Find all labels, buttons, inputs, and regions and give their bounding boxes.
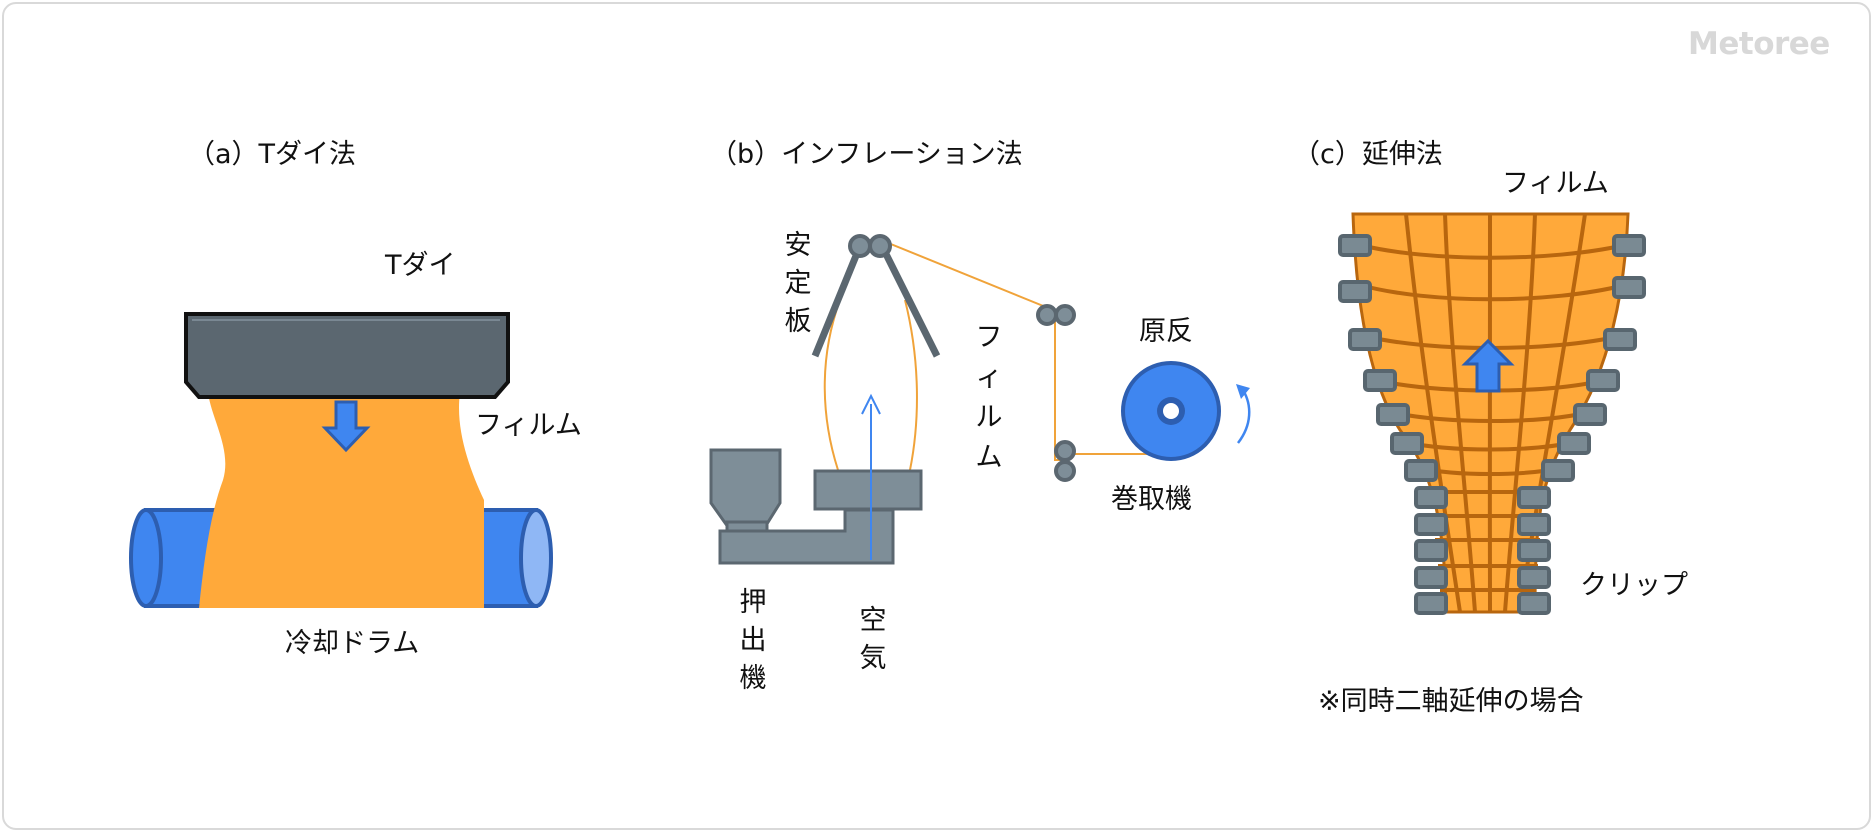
stabilizer-label-char: 安	[784, 230, 812, 261]
panel-c-graphic	[1338, 212, 1646, 615]
down-arrow-icon	[321, 400, 371, 453]
metoree-watermark: Metoree	[1688, 26, 1830, 62]
t-die-film	[199, 393, 484, 608]
stabilizer-label-char: 定	[784, 268, 812, 299]
film-bubble	[823, 299, 841, 471]
film-label-char: ル	[975, 402, 1003, 433]
extruder	[709, 448, 923, 565]
panel-c-title: （c）延伸法	[1293, 139, 1443, 170]
air-label: 空 気	[858, 602, 888, 678]
stabilizer-plate-right	[878, 244, 941, 358]
panel-a-graphic	[129, 312, 553, 608]
t-die	[184, 312, 510, 399]
stabilizer-label: 安 定 板	[783, 227, 813, 341]
air-label-char: 空	[859, 605, 887, 636]
winder-label: 巻取機	[1111, 484, 1192, 515]
cooling-drum-label: 冷却ドラム	[285, 628, 420, 659]
film-label-char: ィ	[975, 362, 1003, 393]
stabilizer-label-char: 板	[784, 306, 812, 337]
panel-c-film-label: フィルム	[1502, 168, 1609, 199]
extruder-label-char: 押	[739, 587, 767, 618]
clip-label: クリップ	[1580, 570, 1688, 601]
air-label-char: 気	[859, 643, 887, 674]
clips	[1338, 234, 1646, 615]
panel-b-film-label: フ ィ ル ム	[974, 318, 1004, 478]
raw-roll-label: 原反	[1139, 316, 1193, 347]
panel-a-title: （a）Tダイ法	[188, 139, 357, 170]
panel-b-graphic	[709, 234, 1251, 565]
curved-rotation-arrow-icon	[1237, 389, 1251, 444]
biaxial-note: ※同時二軸延伸の場合	[1318, 686, 1584, 717]
film-label-char: ム	[975, 442, 1003, 473]
panel-a-film-label: フィルム	[475, 410, 582, 441]
extruder-label-char: 機	[739, 663, 767, 694]
up-arrow-icon	[1461, 338, 1515, 393]
extruder-label: 押 出 機	[738, 584, 768, 698]
nip-rollers-top	[848, 234, 892, 258]
film-label-char: フ	[975, 322, 1003, 353]
extruder-label-char: 出	[739, 625, 767, 656]
t-die-label: Tダイ	[385, 250, 456, 281]
take-up-roll	[1121, 361, 1221, 461]
panel-b-title: （b）インフレーション法	[710, 139, 1023, 170]
stabilizer-plate-left	[811, 244, 864, 358]
film-bubble-right	[904, 299, 918, 471]
guide-rollers	[1036, 304, 1076, 482]
